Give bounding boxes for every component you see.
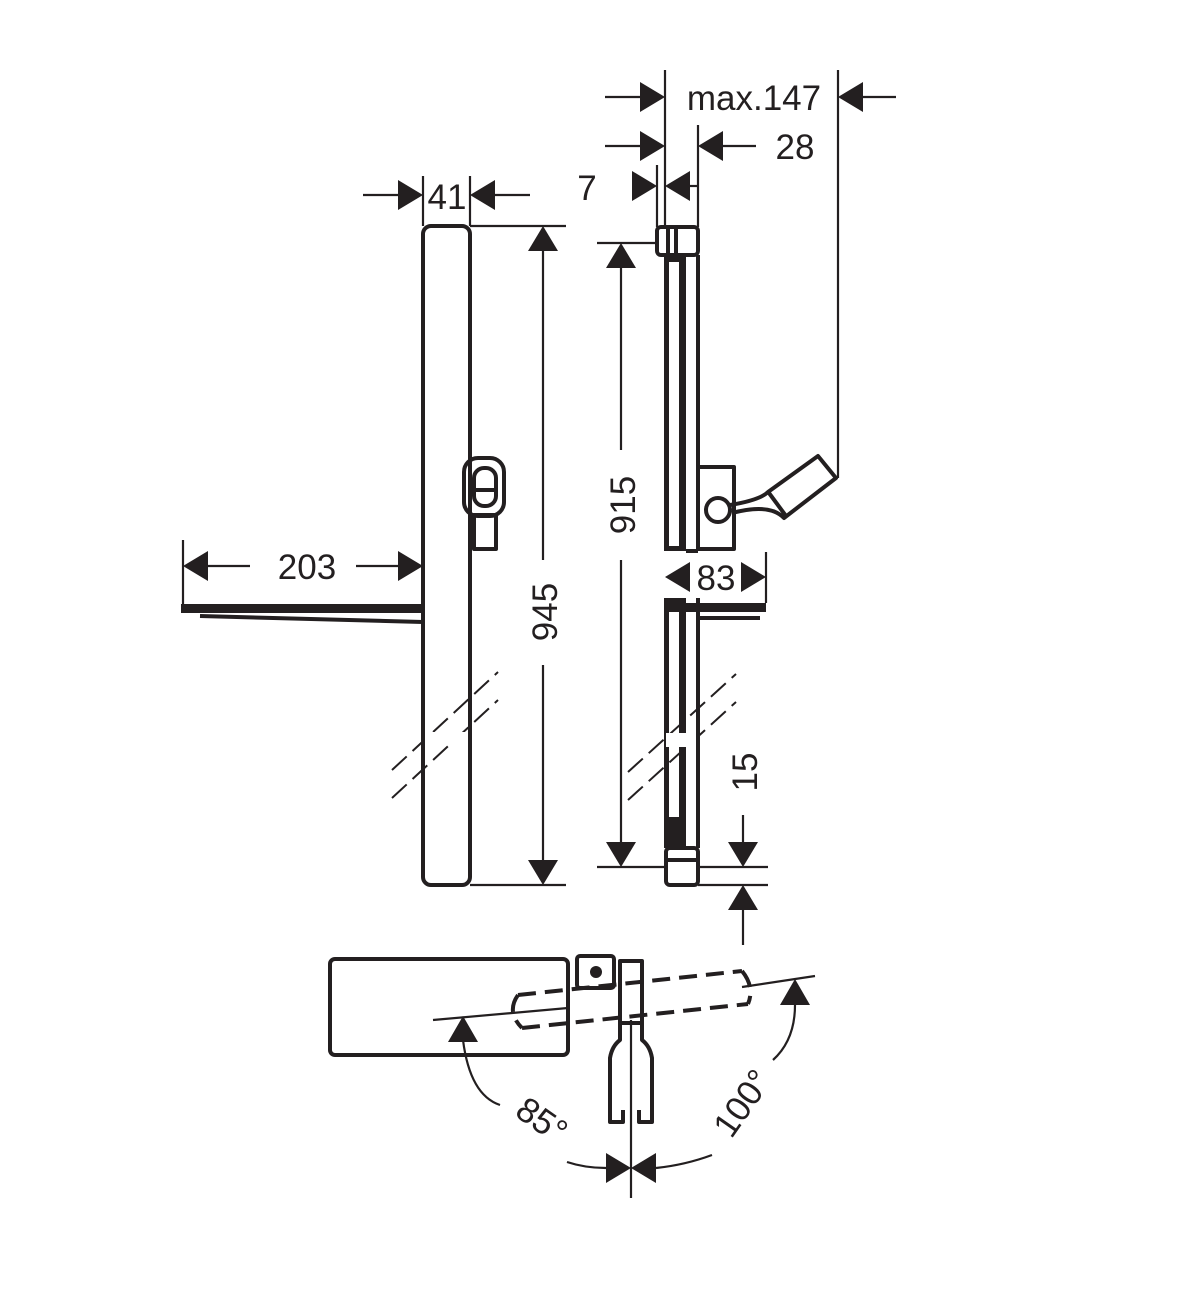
dim-28: 28	[605, 125, 814, 227]
side-shelf	[686, 603, 766, 620]
dim-945: 945	[470, 224, 566, 887]
dim-203: 203	[181, 540, 423, 604]
side-break-lines	[627, 673, 737, 801]
top-shelf	[328, 957, 570, 1057]
dim-max-147: max.147	[605, 70, 896, 478]
dim-15-label: 15	[726, 753, 765, 792]
angle-ref-right	[741, 974, 816, 989]
dim-41-label: 41	[428, 178, 467, 217]
front-shelf	[181, 604, 424, 624]
dim-28-label: 28	[776, 128, 815, 167]
side-bottom-mount	[664, 846, 700, 887]
top-bracket	[575, 954, 616, 990]
dim-203-label: 203	[278, 548, 336, 587]
angle-100-label: 100°	[706, 1063, 779, 1145]
dim-7-label: 7	[577, 169, 596, 208]
dim-945-label: 945	[526, 583, 565, 641]
dim-15: 15	[698, 753, 768, 945]
angle-ref-left	[432, 1006, 569, 1022]
side-view: max.147 28 7 915	[577, 70, 896, 945]
top-view: 85° 100°	[328, 954, 816, 1198]
dim-41: 41	[363, 176, 530, 226]
side-bar-top	[664, 255, 700, 553]
side-holder	[696, 454, 838, 551]
top-dashed-handshower	[510, 969, 753, 1030]
top-holder	[608, 959, 654, 1124]
side-top-mount	[655, 225, 700, 257]
side-bar-bottom	[664, 598, 700, 848]
front-view: 41 203 945	[181, 176, 566, 887]
dim-83: 83	[665, 552, 768, 603]
front-holder	[462, 456, 506, 551]
dim-7: 7	[577, 165, 698, 227]
front-bar	[421, 224, 472, 887]
dim-915: 915	[597, 241, 664, 869]
dim-915-label: 915	[604, 476, 643, 534]
angle-arcs	[448, 979, 810, 1183]
angle-85-label: 85°	[509, 1089, 575, 1151]
dim-max-147-label: max.147	[687, 79, 821, 118]
front-break-lines	[391, 671, 499, 799]
dim-83-label: 83	[697, 559, 736, 598]
